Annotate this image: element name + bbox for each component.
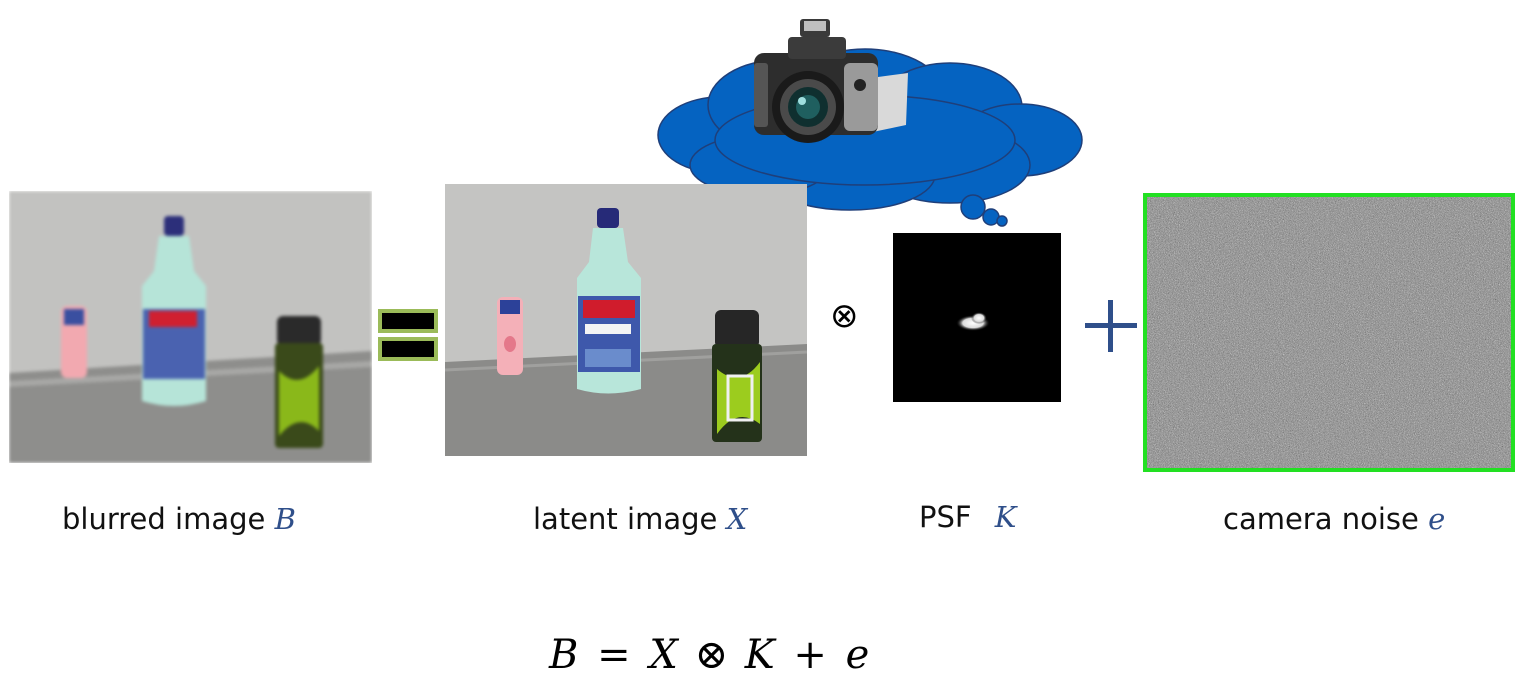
caption-blurred-image: blurred image B — [62, 502, 296, 536]
psf-kernel-image — [893, 233, 1061, 402]
latent-image — [445, 184, 807, 456]
caption-camera-noise: camera noise e — [1223, 502, 1445, 536]
caption-psf: PSF K — [919, 500, 1016, 534]
formula-e: e — [845, 632, 870, 678]
formula-b: B — [549, 632, 579, 678]
caption-psf-text: PSF — [919, 500, 972, 534]
formula-equals: = — [597, 632, 631, 678]
symbol-x: X — [726, 502, 748, 536]
convolution-operator: ⊗ — [830, 296, 859, 336]
symbol-k: K — [994, 500, 1017, 534]
caption-latent-image: latent image X — [533, 502, 747, 536]
symbol-b: B — [274, 502, 296, 536]
equals-sign-bottom — [378, 337, 438, 361]
formula-plus: + — [793, 632, 827, 678]
deblur-formula: B = X ⊗ K + e — [549, 632, 869, 678]
camera-icon — [748, 15, 923, 145]
formula-convolve: ⊗ — [694, 632, 729, 678]
formula-k: K — [744, 632, 775, 678]
camera-noise-image — [1143, 193, 1515, 472]
symbol-e: e — [1428, 502, 1446, 536]
blurred-image — [9, 191, 372, 463]
formula-x: X — [649, 632, 678, 678]
caption-latent-text: latent image — [533, 502, 718, 536]
caption-blurred-text: blurred image — [62, 502, 266, 536]
equals-sign-top — [378, 309, 438, 333]
plus-sign — [1085, 300, 1137, 352]
caption-noise-text: camera noise — [1223, 502, 1419, 536]
